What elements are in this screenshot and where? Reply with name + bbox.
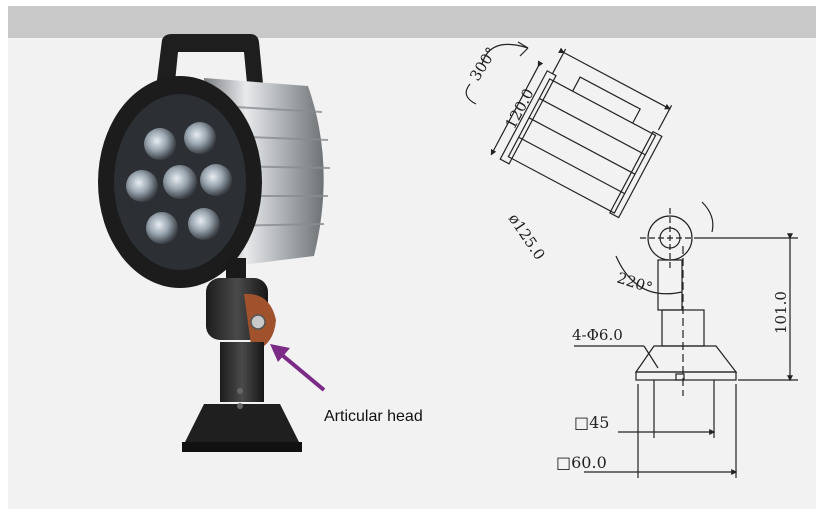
dim-height: 101.0	[772, 291, 790, 334]
annotation-arrow	[274, 348, 326, 392]
top-bar	[8, 6, 816, 38]
dim-length: 120.0	[502, 86, 538, 132]
lamp-base	[184, 404, 300, 444]
dim-rotation: 300°	[466, 44, 500, 84]
lamp-photo	[98, 34, 331, 452]
dim-base-inner: □45	[574, 413, 609, 432]
led-array	[126, 122, 232, 244]
annotation-articular-head: Articular head	[324, 408, 423, 425]
product-diagram: Articular head	[98, 34, 798, 478]
dim-base-outer: □60.0	[556, 453, 607, 472]
joint-screw	[250, 314, 266, 330]
dim-tilt: 220°	[615, 269, 655, 297]
annotation-arrowhead	[270, 344, 290, 362]
drawing-lamp-head	[490, 47, 673, 219]
dim-holes: 4-Φ6.0	[572, 326, 623, 344]
image-panel: Articular head	[8, 6, 816, 509]
dim-diameter: ø125.0	[505, 210, 549, 263]
lamp-handle	[156, 34, 264, 94]
technical-drawing	[465, 41, 798, 478]
